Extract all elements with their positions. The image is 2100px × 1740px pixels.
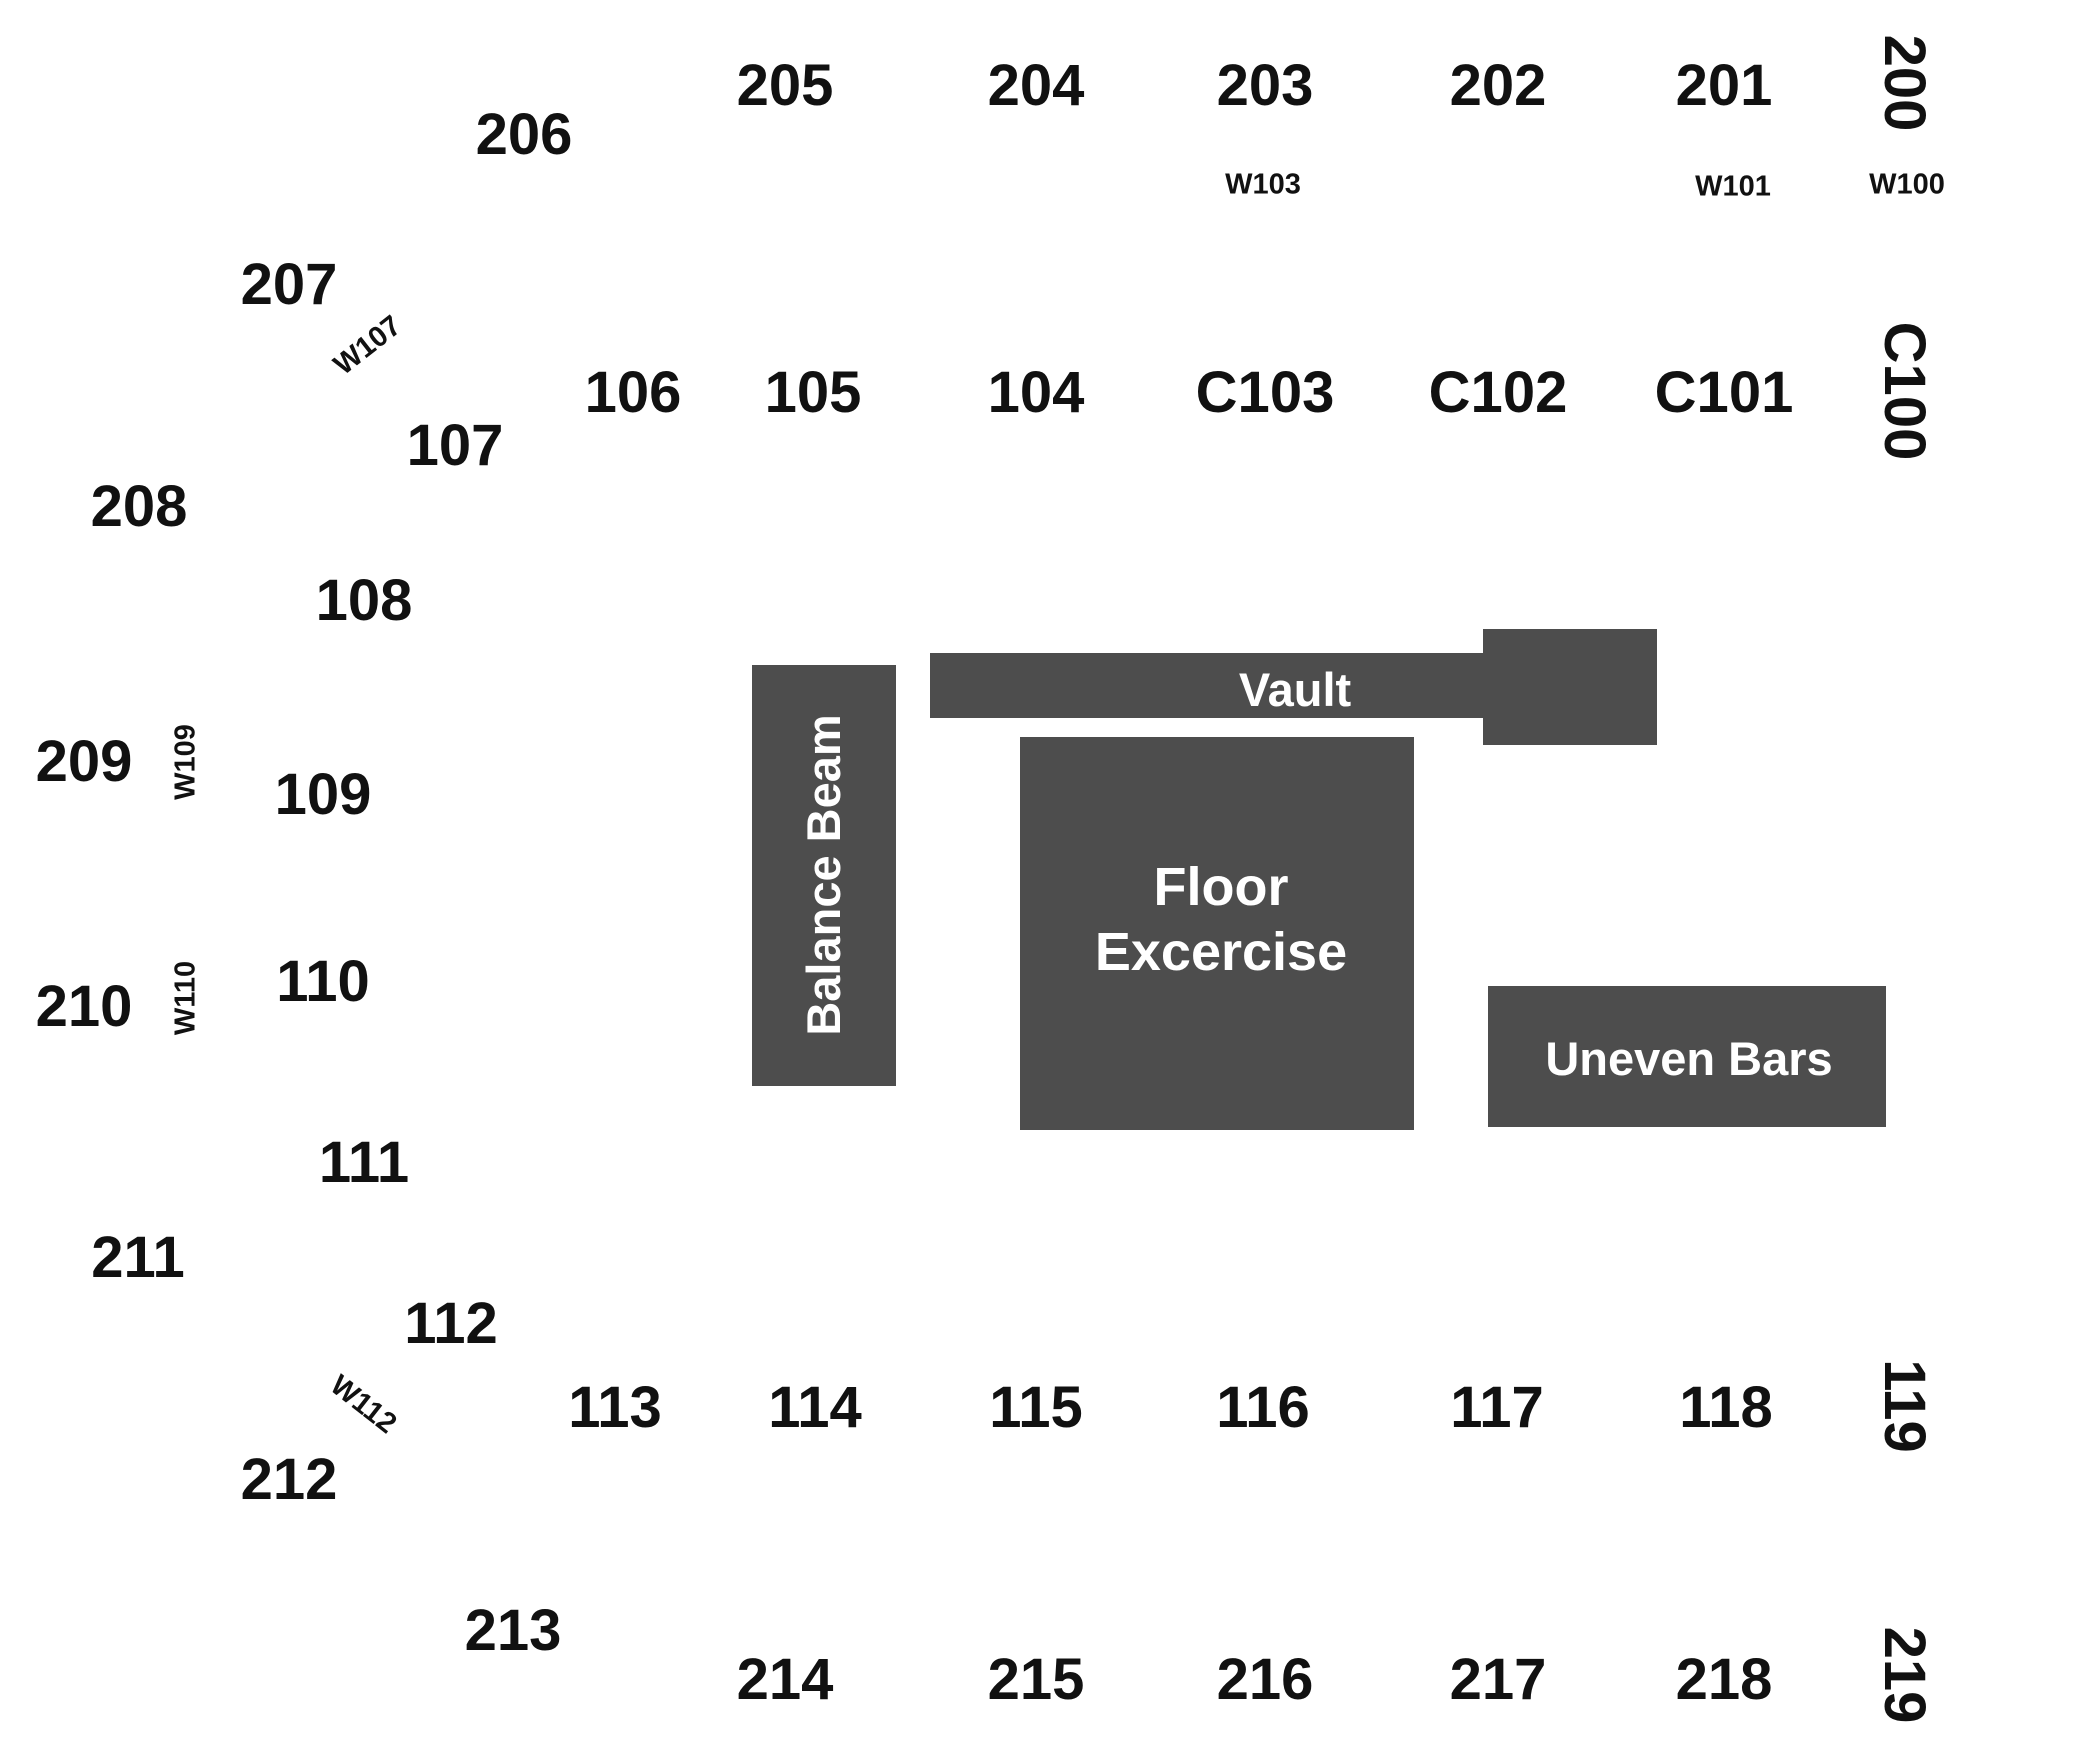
section-115[interactable]: 115 — [989, 1375, 1083, 1440]
section-110[interactable]: 110 — [276, 949, 370, 1014]
section-212[interactable]: 212 — [240, 1447, 338, 1512]
section-219[interactable]: 219 — [1872, 1626, 1937, 1724]
section-218[interactable]: 218 — [1675, 1647, 1773, 1712]
section-107[interactable]: 107 — [406, 413, 504, 478]
section-109[interactable]: 109 — [274, 762, 372, 827]
section-202[interactable]: 202 — [1449, 53, 1547, 118]
section-205[interactable]: 205 — [736, 53, 834, 118]
section-117[interactable]: 117 — [1450, 1375, 1544, 1440]
section-c102[interactable]: C102 — [1428, 360, 1568, 425]
section-203[interactable]: 203 — [1216, 53, 1314, 118]
floor-label-line2: Excercise — [1094, 922, 1348, 982]
section-211[interactable]: 211 — [91, 1225, 185, 1290]
section-c101[interactable]: C101 — [1654, 360, 1794, 425]
section-c103[interactable]: C103 — [1195, 360, 1335, 425]
section-207[interactable]: 207 — [240, 252, 338, 317]
section-206[interactable]: 206 — [475, 102, 573, 167]
wheelchair-w101[interactable]: W101 — [1695, 170, 1771, 203]
section-217[interactable]: 217 — [1449, 1647, 1547, 1712]
section-113[interactable]: 113 — [568, 1375, 662, 1440]
uneven-bars-area[interactable] — [1488, 986, 1886, 1127]
section-213[interactable]: 213 — [464, 1598, 562, 1663]
vault-label: Vault — [1238, 662, 1352, 716]
wheelchair-w103[interactable]: W103 — [1225, 168, 1301, 201]
balance-beam-label: Balance Beam — [796, 714, 850, 1036]
floor-exercise-label: Floor Excercise — [1095, 855, 1347, 985]
section-108[interactable]: 108 — [315, 568, 413, 633]
wheelchair-w112[interactable]: W112 — [324, 1369, 403, 1441]
section-119[interactable]: 119 — [1872, 1359, 1937, 1453]
floor-label-line1: Floor — [1153, 857, 1289, 918]
section-204[interactable]: 204 — [987, 53, 1085, 118]
uneven-bars-label: Uneven Bars — [1545, 1031, 1833, 1085]
section-112[interactable]: 112 — [404, 1291, 498, 1356]
section-114[interactable]: 114 — [768, 1375, 862, 1440]
section-c100[interactable]: C100 — [1872, 321, 1937, 461]
section-214[interactable]: 214 — [736, 1647, 834, 1712]
section-209[interactable]: 209 — [35, 729, 133, 794]
section-105[interactable]: 105 — [764, 360, 862, 425]
section-201[interactable]: 201 — [1675, 53, 1773, 118]
section-106[interactable]: 106 — [584, 360, 682, 425]
section-216[interactable]: 216 — [1216, 1647, 1314, 1712]
wheelchair-w100[interactable]: W100 — [1869, 168, 1945, 201]
section-104[interactable]: 104 — [987, 360, 1085, 425]
section-111[interactable]: 111 — [318, 1130, 410, 1195]
wheelchair-w107[interactable]: W107 — [327, 309, 408, 382]
vault-table[interactable] — [1483, 629, 1657, 745]
section-215[interactable]: 215 — [987, 1647, 1085, 1712]
section-118[interactable]: 118 — [1679, 1375, 1773, 1440]
section-200[interactable]: 200 — [1872, 34, 1937, 132]
wheelchair-w109[interactable]: W109 — [169, 724, 202, 800]
wheelchair-w110[interactable]: W110 — [169, 960, 202, 1036]
section-208[interactable]: 208 — [90, 474, 188, 539]
section-210[interactable]: 210 — [35, 974, 133, 1039]
vault-runway[interactable] — [930, 653, 1485, 718]
balance-beam-area[interactable] — [752, 665, 896, 1086]
floor-exercise-area[interactable] — [1020, 737, 1414, 1130]
section-116[interactable]: 116 — [1216, 1375, 1310, 1440]
